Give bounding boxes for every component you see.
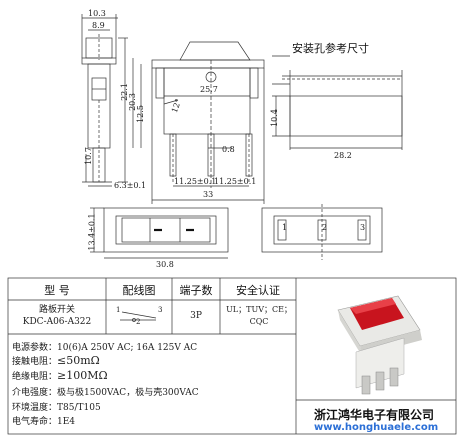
wiring-n3: 3 [158, 306, 163, 314]
wiring-n1: 1 [116, 306, 121, 314]
mount-hole-label: 安装孔参考尺寸 [292, 42, 369, 55]
dim-pitch2: 11.25±0.1 [214, 177, 257, 186]
dim-pin-off: 6.3±0.1 [114, 181, 147, 190]
spec-temperature: 环境温度：T85/T105 [12, 403, 101, 413]
dim-top-w1: 10.3 [88, 9, 106, 18]
model-number: KDC-A06-A322 [22, 317, 92, 327]
dim-hole-w: 28.2 [334, 151, 352, 160]
pin-label-1: 1 [282, 223, 288, 232]
dim-body-w: 25.7 [200, 85, 218, 94]
company-name: 浙江鸿华电子有限公司 [314, 408, 435, 422]
bottom-view [261, 204, 383, 260]
pin-label-3: 3 [360, 223, 366, 232]
header-cert: 安全认证 [236, 284, 280, 297]
pin-label-2: 2 [322, 223, 328, 232]
dim-pitch1: 11.25±0.1 [174, 177, 217, 186]
dim-front-w: 30.8 [156, 260, 174, 269]
mount-hole-view [272, 55, 403, 150]
model-name: 路板开关 [38, 305, 75, 315]
header-terminals: 端子数 [179, 284, 213, 297]
spec-electrical-life: 电气寿命：1E4 [12, 417, 76, 427]
dim-pin-w: 0.8 [222, 145, 235, 154]
cert-line2: CQC [249, 317, 269, 326]
dim-hole-h: 10.4 [269, 109, 279, 127]
dim-front-h: 13.4±0.1 [87, 213, 97, 251]
header-model: 型 号 [44, 284, 70, 297]
product-photo [337, 295, 422, 395]
front-view [151, 41, 265, 204]
spec-insulation-resistance: 绝缘电阻：≥100MΩ [12, 369, 108, 382]
company-url[interactable]: www.honghuaele.com [314, 422, 439, 433]
dim-side-h4: 10.7 [83, 147, 93, 165]
dim-top-w2: 8.9 [92, 21, 105, 30]
wiring-n2: 2 [136, 318, 141, 326]
dim-side-h3: 12.5 [135, 105, 145, 123]
cert-line1: UL；TUV；CE； [226, 305, 292, 314]
header-wiring: 配线图 [122, 284, 156, 297]
table-frame [7, 277, 457, 435]
dim-total-w: 33 [203, 190, 214, 199]
wiring-symbol [120, 311, 157, 322]
spec-power: 电源参数：10(6)A 250V AC; 16A 125V AC [12, 343, 198, 353]
spec-contact-resistance: 接触电阻：≤50mΩ [12, 354, 100, 367]
terminal-count: 3P [190, 311, 202, 321]
spec-dielectric: 介电强度：极与极1500VAC，极与壳300VAC [12, 388, 199, 398]
side-view [81, 14, 142, 187]
panel-front-view [90, 207, 229, 259]
